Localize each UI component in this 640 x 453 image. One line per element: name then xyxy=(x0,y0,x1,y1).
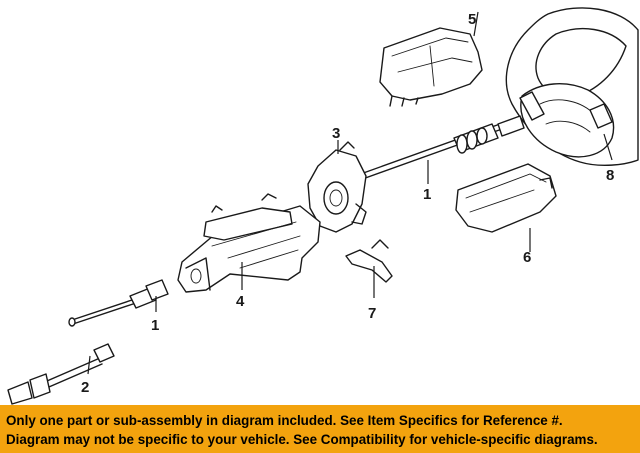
disclaimer-banner: Only one part or sub-assembly in diagram… xyxy=(0,405,640,453)
callout-4: 4 xyxy=(236,293,245,310)
callout-7: 7 xyxy=(368,305,376,322)
disclaimer-line-1: Only one part or sub-assembly in diagram… xyxy=(6,413,563,428)
upper-shaft xyxy=(351,115,525,184)
intermediate-shaft xyxy=(7,343,115,405)
callout-1-lower: 1 xyxy=(151,317,159,334)
column-bracket xyxy=(307,141,367,233)
column-housing xyxy=(177,193,321,293)
steering-wheel xyxy=(505,7,639,167)
lower-shroud xyxy=(455,163,557,233)
lower-shaft xyxy=(68,279,169,327)
steering-column-diagram: 1 1 2 3 4 5 6 7 8 xyxy=(7,7,639,405)
callout-2: 2 xyxy=(81,379,89,396)
callout-8: 8 xyxy=(606,167,614,184)
disclaimer-line-2: Diagram may not be specific to your vehi… xyxy=(6,432,598,447)
callout-5: 5 xyxy=(468,11,476,28)
upper-shroud xyxy=(379,27,483,107)
retaining-clip xyxy=(345,239,393,283)
callout-1-upper: 1 xyxy=(423,186,431,203)
callout-3: 3 xyxy=(332,125,340,142)
callout-6: 6 xyxy=(523,249,531,266)
